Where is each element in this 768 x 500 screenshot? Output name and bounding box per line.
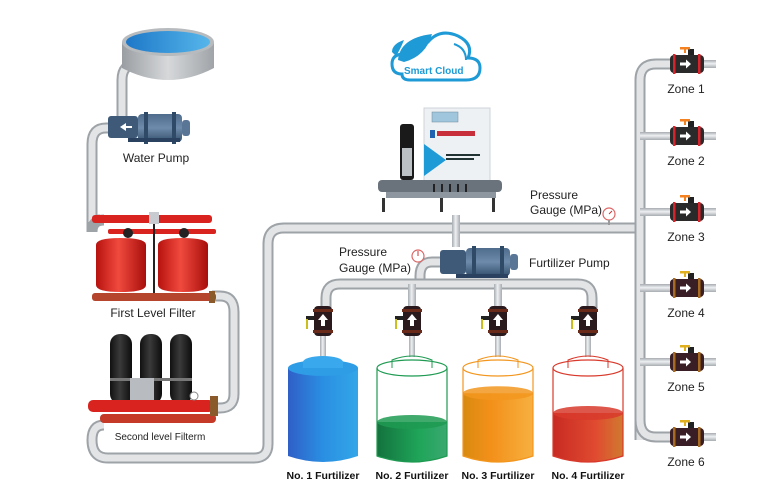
smart-cloud-label: Smart Cloud bbox=[404, 66, 464, 77]
fertilizer-pressure-gauge bbox=[411, 249, 425, 263]
water-pump bbox=[108, 112, 190, 144]
tank-valve[interactable] bbox=[306, 306, 333, 336]
zone-valve[interactable] bbox=[670, 195, 704, 222]
water-reservoir bbox=[122, 28, 214, 80]
pipe-network bbox=[86, 58, 716, 464]
tank-label: No. 4 Furtilizer bbox=[551, 470, 625, 482]
main-gauge-label-line2: Gauge (MPa) bbox=[530, 203, 603, 217]
fertilizer-tank bbox=[376, 355, 448, 463]
fert-gauge-label-line1: Pressure bbox=[339, 245, 388, 259]
second-level-filter bbox=[88, 334, 218, 423]
zone-outlet-pipe bbox=[700, 132, 716, 140]
water-pump-label: Water Pump bbox=[122, 151, 190, 165]
zone-outlet-pipe bbox=[700, 60, 716, 68]
zone-branch-pipe bbox=[640, 132, 676, 140]
tank-drop-pipe bbox=[320, 335, 326, 357]
zone-valve[interactable] bbox=[670, 119, 704, 146]
zone-valve[interactable] bbox=[670, 271, 704, 298]
tank-label: No. 1 Furtilizer bbox=[286, 470, 360, 482]
fertilizer-pump bbox=[440, 246, 518, 278]
fertigation-controller bbox=[378, 107, 502, 212]
second-level-filter-label: Second level Filterm bbox=[114, 432, 206, 443]
zone-label: Zone 5 bbox=[667, 380, 705, 394]
zone-label: Zone 2 bbox=[667, 154, 705, 168]
tank-drop-pipe bbox=[495, 335, 501, 357]
zone-outlet-pipe bbox=[700, 358, 716, 366]
zone-outlet-pipe bbox=[700, 208, 716, 216]
zone-valve[interactable] bbox=[670, 420, 704, 447]
zone-outlet-pipe bbox=[700, 284, 716, 292]
zone-label: Zone 3 bbox=[667, 230, 705, 244]
zone-branch-pipe bbox=[640, 284, 676, 292]
zone-label: Zone 1 bbox=[667, 82, 705, 96]
tank-drop-pipe bbox=[409, 335, 415, 357]
zone-valve[interactable] bbox=[670, 47, 704, 74]
fertilizer-tank bbox=[462, 355, 534, 463]
main-pressure-gauge bbox=[602, 207, 616, 225]
zone-outlet-pipe bbox=[700, 433, 716, 441]
tank-label: No. 3 Furtilizer bbox=[461, 470, 535, 482]
tank-drop-pipe bbox=[585, 335, 591, 357]
zone-label: Zone 4 bbox=[667, 306, 705, 320]
smart-cloud-logo bbox=[390, 31, 482, 82]
zone-label: Zone 6 bbox=[667, 455, 705, 469]
tank-valve[interactable] bbox=[481, 306, 508, 336]
fert-gauge-label-line2: Gauge (MPa) bbox=[339, 261, 412, 275]
first-level-filter bbox=[92, 212, 216, 303]
fertilizer-tank bbox=[552, 355, 624, 463]
tank-valve[interactable] bbox=[571, 306, 598, 336]
fert-pump-label: Furtilizer Pump bbox=[529, 256, 610, 270]
first-level-filter-label: First Level Filter bbox=[110, 306, 196, 320]
zone-branch-pipe bbox=[640, 208, 676, 216]
zone-branch-pipe bbox=[640, 358, 676, 366]
fertilizer-tank bbox=[288, 356, 358, 462]
tank-valve[interactable] bbox=[395, 306, 422, 336]
tank-label: No. 2 Furtilizer bbox=[375, 470, 449, 482]
zone-valve[interactable] bbox=[670, 345, 704, 372]
main-gauge-label-line1: Pressure bbox=[530, 188, 579, 202]
